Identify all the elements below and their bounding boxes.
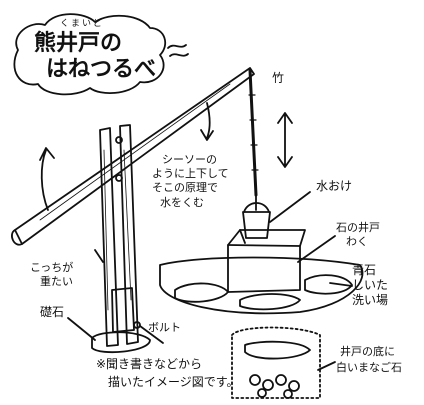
label-seesaw-3: そこの原理で — [152, 181, 218, 194]
paving-stone — [174, 282, 229, 303]
footnote-line-2: 描いたイメージ図です。 — [108, 375, 239, 389]
label-paving-1: 青石 — [352, 263, 377, 277]
title-ruby: くまいど — [60, 19, 105, 29]
paving-stone — [239, 293, 301, 311]
label-seesaw-4: 水をくむ — [160, 196, 204, 209]
label-well-bottom-2: 白いまなご石 — [336, 361, 402, 374]
seesaw-beam — [14, 67, 255, 245]
paving-stone — [304, 274, 353, 295]
label-seesaw-2: ように上下して — [152, 167, 229, 180]
beam-end — [11, 229, 23, 246]
label-paving-3: 洗い場 — [352, 293, 389, 307]
well-frame-top — [227, 229, 301, 247]
right-post — [119, 124, 139, 345]
label-bamboo: 竹 — [272, 71, 285, 85]
well-frame — [227, 229, 306, 293]
up-arrow-curved — [39, 147, 55, 211]
leader-line — [317, 361, 336, 371]
label-bucket: 水おけ — [316, 179, 353, 193]
bucket-handle — [243, 202, 270, 213]
bucket — [242, 211, 271, 239]
leader-line — [269, 191, 311, 223]
leader-line — [67, 317, 96, 341]
beam-grain — [39, 83, 231, 221]
pivot-bolt — [115, 174, 123, 182]
ground-slab — [159, 256, 364, 315]
post-grain — [103, 149, 132, 311]
up-down-arrow — [277, 112, 293, 168]
left-post — [99, 127, 119, 347]
label-base-stone: 礎石 — [40, 305, 65, 319]
label-heavy-1: こっちが — [30, 261, 74, 274]
down-arrow-curved — [200, 102, 214, 141]
base-stone — [91, 331, 151, 354]
leader-line — [139, 325, 164, 344]
squiggle-mark — [167, 44, 189, 57]
bamboo-nodes — [248, 94, 259, 171]
label-seesaw-1: シーソーの — [162, 153, 217, 166]
post-base-block — [111, 287, 135, 333]
well-shaft-rim — [244, 340, 311, 360]
label-paving-2: しいた — [352, 278, 389, 292]
footnote-line-1: ※聞き書きなどから — [96, 357, 203, 371]
bamboo-pole — [248, 68, 258, 197]
label-well-frame-1: 石の井戸 — [336, 221, 380, 234]
pivot-bolt — [115, 136, 123, 144]
label-heavy-2: 重たい — [40, 275, 73, 288]
well-pebbles — [249, 374, 300, 399]
label-well-bottom-1: 井戸の底に — [340, 345, 395, 358]
well-shaft — [231, 326, 321, 399]
title-cloud — [13, 13, 167, 96]
title-line-2: はねつるべ — [46, 57, 157, 82]
base-bolt — [133, 321, 141, 329]
leader-line — [94, 249, 104, 263]
label-bolt: ボルト — [148, 321, 181, 334]
leader-line — [329, 282, 353, 287]
label-well-frame-2: わく — [346, 235, 368, 248]
title-line-1: 熊井戸の — [34, 31, 123, 56]
leader-line — [297, 235, 336, 263]
